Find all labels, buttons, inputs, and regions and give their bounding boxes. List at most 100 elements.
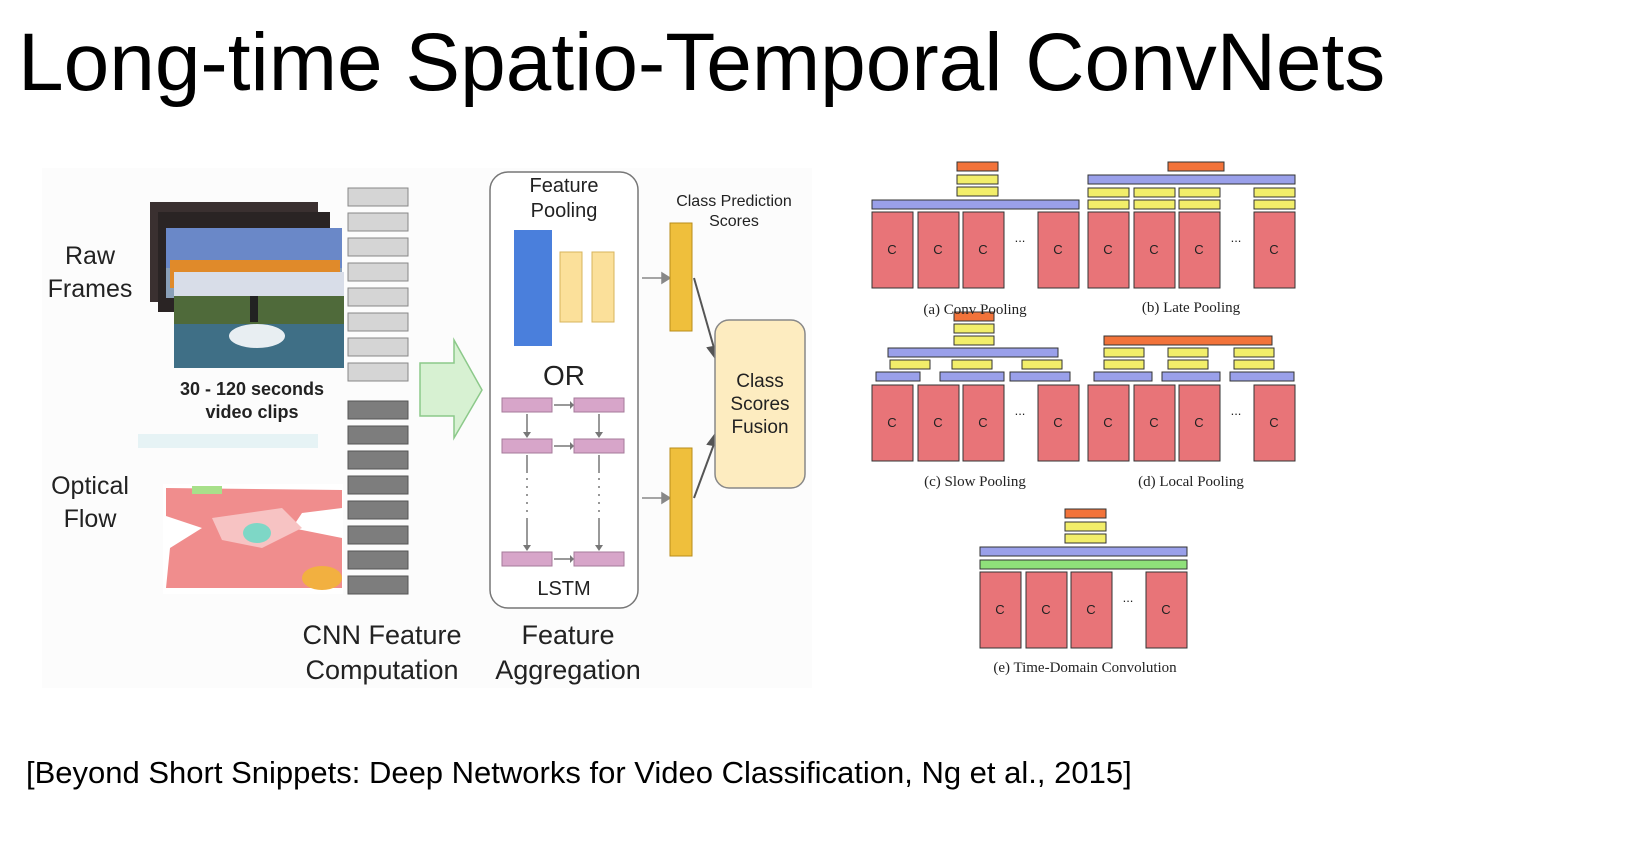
fc-layer [1253,199,1296,210]
conv-cell [1087,211,1130,289]
clips-label: 30 - 120 seconds video clips [179,379,325,422]
fc-layer [1064,533,1107,544]
lstm-label: LSTM [537,578,591,600]
conv-cell [871,384,914,462]
cell-letter: C [1194,415,1203,430]
cell-letter: C [1194,242,1203,257]
ellipsis-text: ... [1015,230,1026,245]
optical-flow-label: Optical Flow [51,472,129,533]
cell-letter: C [887,242,896,257]
softmax-layer [1167,161,1225,172]
fc-layer [953,323,995,334]
pipeline-diagram: Raw Frames 30 - 120 seconds video clips … [42,168,812,688]
softmax-layer [953,311,995,322]
fc-layer [1133,199,1176,210]
green-arrow-icon [419,337,483,441]
conv-cell [1025,571,1068,649]
conv-cell [1253,211,1296,289]
caption-local-pooling: (d) Local Pooling [1138,474,1244,490]
cnn-feature-stack [347,187,409,595]
conv-cell [1070,571,1113,649]
fc-layer [1087,187,1130,198]
ellipsis-text: ... [1231,230,1242,245]
cell-letter: C [995,602,1004,617]
fc-layer [953,335,995,346]
conv-cell [979,571,1022,649]
conv-cell [962,384,1005,462]
fc-layer [1103,359,1145,370]
pool-layer [1229,371,1295,382]
pool-layer [875,371,921,382]
fc-layer [956,186,999,197]
cell-letter: C [1269,415,1278,430]
video-frames-stack [150,202,344,368]
cell-letter: C [1161,602,1170,617]
conv-cell [1037,384,1080,462]
fc-layer [1103,347,1145,358]
cell-letter: C [1041,602,1050,617]
fc-layer [1167,359,1209,370]
fc-layer [1233,347,1275,358]
score-bar-top [669,222,693,332]
cell-letter: C [1053,242,1062,257]
citation: [Beyond Short Snippets: Deep Networks fo… [26,755,1132,790]
raw-frames-label: Raw Frames [47,242,133,303]
conv-cell [962,211,1005,289]
fc-layer [1021,359,1063,370]
slide-title: Long-time Spatio-Temporal ConvNets [18,17,1386,108]
softmax-layer [956,161,999,172]
conv-cell [1133,211,1176,289]
caption-slow-pooling: (c) Slow Pooling [924,474,1026,490]
temporal-conv-layer [979,559,1188,570]
fusion-label: Class Scores Fusion [730,371,790,438]
cell-letter: C [1149,415,1158,430]
pool-layer [1009,371,1071,382]
conv-cell [1133,384,1176,462]
conv-cell [1145,571,1188,649]
conv-cell [917,384,960,462]
conv-cell [1087,384,1130,462]
fc-layer [1167,347,1209,358]
or-label: OR [543,360,585,391]
fc-layer [1178,187,1221,198]
caption-conv-pooling: (a) Conv Pooling [923,302,1027,318]
caption-late-pooling: (b) Late Pooling [1141,300,1241,316]
pool-layer [939,371,1005,382]
conv-cell [1178,384,1221,462]
conv-cell [917,211,960,289]
pool-layer [871,199,1080,210]
fusion-box [714,319,806,489]
cell-letter: C [1053,415,1062,430]
conv-cell [871,211,914,289]
conv-cell [1178,211,1221,289]
ellipsis-text: ... [1231,403,1242,418]
pool-layer [1087,174,1296,185]
optical-flow-image [163,484,343,594]
softmax-layer [1103,335,1273,346]
score-bar-bottom [669,447,693,557]
fc-layer [1233,359,1275,370]
conv-cell [1037,211,1080,289]
class-prediction-label: Class Prediction Scores [676,193,792,230]
softmax-layer [1064,508,1107,519]
fc-layer [951,359,993,370]
fc-layer [1178,199,1221,210]
feature-aggregation-label: Feature Aggregation [495,620,641,685]
pool-layer [1093,371,1153,382]
pool-layer [979,546,1188,557]
fc-layer [1087,199,1130,210]
fc-layer [889,359,931,370]
cell-letter: C [1149,242,1158,257]
pool-layer [887,347,1059,358]
cell-letter: C [1086,602,1095,617]
cell-letter: C [1103,242,1112,257]
feature-pooling-label: Feature Pooling [529,175,599,222]
cell-letter: C [1269,242,1278,257]
cell-letter: C [1103,415,1112,430]
caption-time-domain-convolution: (e) Time-Domain Convolution [993,660,1177,676]
cell-letter: C [978,242,987,257]
ellipsis-text: ... [1015,403,1026,418]
fc-layer [1253,187,1296,198]
cell-letter: C [978,415,987,430]
